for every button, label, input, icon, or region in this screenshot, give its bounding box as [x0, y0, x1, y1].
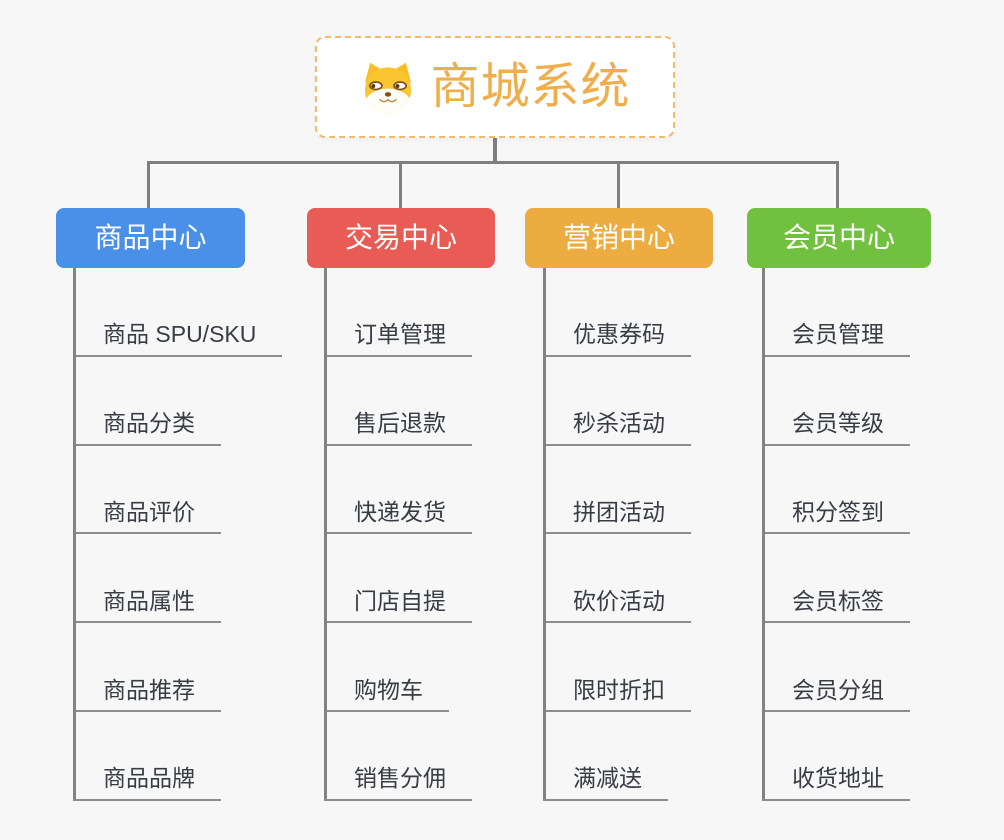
- branch-node-label: 交易中心: [344, 222, 457, 253]
- leaf-node[interactable]: 满减送: [543, 765, 668, 801]
- branch-items-product-center: 商品 SPU/SKU 商品分类 商品评价 商品属性 商品推荐 商品品牌: [73, 268, 283, 801]
- sub-item-row: 会员标签: [762, 534, 910, 624]
- leaf-node[interactable]: 商品推荐: [73, 677, 221, 712]
- sub-item-row: 收货地址: [762, 712, 910, 801]
- sub-item-row: 积分签到: [762, 446, 910, 535]
- branch-node-label: 会员中心: [782, 222, 895, 253]
- sub-item-row: 拼团活动: [543, 446, 691, 535]
- root-node-title: 商城系统: [430, 59, 631, 114]
- branch-node-label: 商品中心: [94, 222, 207, 253]
- sub-item-row: 销售分佣: [324, 712, 472, 801]
- leaf-node[interactable]: 订单管理: [324, 321, 472, 357]
- connector-root-stub: [493, 137, 497, 164]
- sub-item-row: 优惠券码: [543, 268, 691, 357]
- sub-item-row: 商品推荐: [73, 623, 282, 712]
- connector-horizontal: [147, 161, 839, 164]
- leaf-node[interactable]: 限时折扣: [543, 677, 691, 712]
- sub-item-row: 购物车: [324, 623, 472, 712]
- connector-drop-branch-2: [399, 161, 402, 208]
- leaf-node[interactable]: 砍价活动: [543, 588, 691, 624]
- branch-items-trade-center: 订单管理 售后退款 快递发货 门店自提 购物车 销售分佣: [324, 268, 472, 801]
- leaf-node[interactable]: 积分签到: [762, 499, 910, 535]
- leaf-node[interactable]: 快递发货: [324, 499, 472, 535]
- branch-node-member-center[interactable]: 会员中心: [747, 208, 931, 268]
- sub-item-row: 商品分类: [73, 357, 282, 446]
- leaf-node[interactable]: 会员标签: [762, 588, 910, 624]
- branch-node-marketing-center[interactable]: 营销中心: [525, 208, 713, 268]
- branch-items-marketing-center: 优惠券码 秒杀活动 拼团活动 砍价活动 限时折扣 满减送: [543, 268, 691, 801]
- sub-item-row: 商品品牌: [73, 712, 282, 801]
- branch-node-label: 营销中心: [562, 222, 675, 253]
- leaf-node[interactable]: 商品品牌: [73, 765, 221, 801]
- connector-drop-branch-3: [617, 161, 620, 208]
- leaf-node[interactable]: 商品 SPU/SKU: [73, 321, 283, 357]
- branch-node-trade-center[interactable]: 交易中心: [307, 208, 495, 268]
- branch-items-member-center: 会员管理 会员等级 积分签到 会员标签 会员分组 收货地址: [762, 268, 910, 801]
- sub-item-row: 商品属性: [73, 534, 282, 624]
- branch-node-product-center[interactable]: 商品中心: [56, 208, 245, 268]
- branch-connector-line: [73, 268, 76, 799]
- sub-item-row: 秒杀活动: [543, 357, 691, 446]
- connector-drop-branch-1: [147, 161, 150, 208]
- leaf-node[interactable]: 会员等级: [762, 410, 910, 446]
- sub-item-row: 门店自提: [324, 534, 472, 624]
- leaf-node[interactable]: 会员管理: [762, 321, 910, 357]
- branch-connector-line: [762, 268, 765, 799]
- sub-item-row: 限时折扣: [543, 623, 691, 712]
- sub-item-row: 会员等级: [762, 357, 910, 446]
- leaf-node[interactable]: 售后退款: [324, 410, 472, 446]
- leaf-node[interactable]: 销售分佣: [324, 765, 472, 801]
- root-node[interactable]: 商城系统: [315, 36, 675, 138]
- leaf-node[interactable]: 商品评价: [73, 499, 221, 535]
- leaf-node[interactable]: 优惠券码: [543, 321, 691, 357]
- sub-item-row: 会员管理: [762, 268, 910, 357]
- leaf-node[interactable]: 收货地址: [762, 765, 910, 801]
- sub-item-row: 售后退款: [324, 357, 472, 446]
- leaf-node[interactable]: 商品分类: [73, 410, 221, 446]
- sub-item-row: 商品 SPU/SKU: [73, 268, 283, 357]
- branch-connector-line: [324, 268, 327, 799]
- sub-item-row: 商品评价: [73, 446, 282, 535]
- sub-item-row: 会员分组: [762, 623, 910, 712]
- connector-drop-branch-4: [836, 161, 839, 208]
- sub-item-row: 满减送: [543, 712, 691, 801]
- leaf-node[interactable]: 购物车: [324, 677, 449, 712]
- sub-item-row: 订单管理: [324, 268, 472, 357]
- shiba-dog-icon: [365, 62, 412, 113]
- sub-item-row: 快递发货: [324, 446, 472, 535]
- leaf-node[interactable]: 会员分组: [762, 677, 910, 712]
- leaf-node[interactable]: 门店自提: [324, 588, 472, 624]
- leaf-node[interactable]: 秒杀活动: [543, 410, 691, 446]
- sub-item-row: 砍价活动: [543, 534, 691, 624]
- branch-connector-line: [543, 268, 546, 799]
- leaf-node[interactable]: 商品属性: [73, 588, 221, 624]
- leaf-node[interactable]: 拼团活动: [543, 499, 691, 535]
